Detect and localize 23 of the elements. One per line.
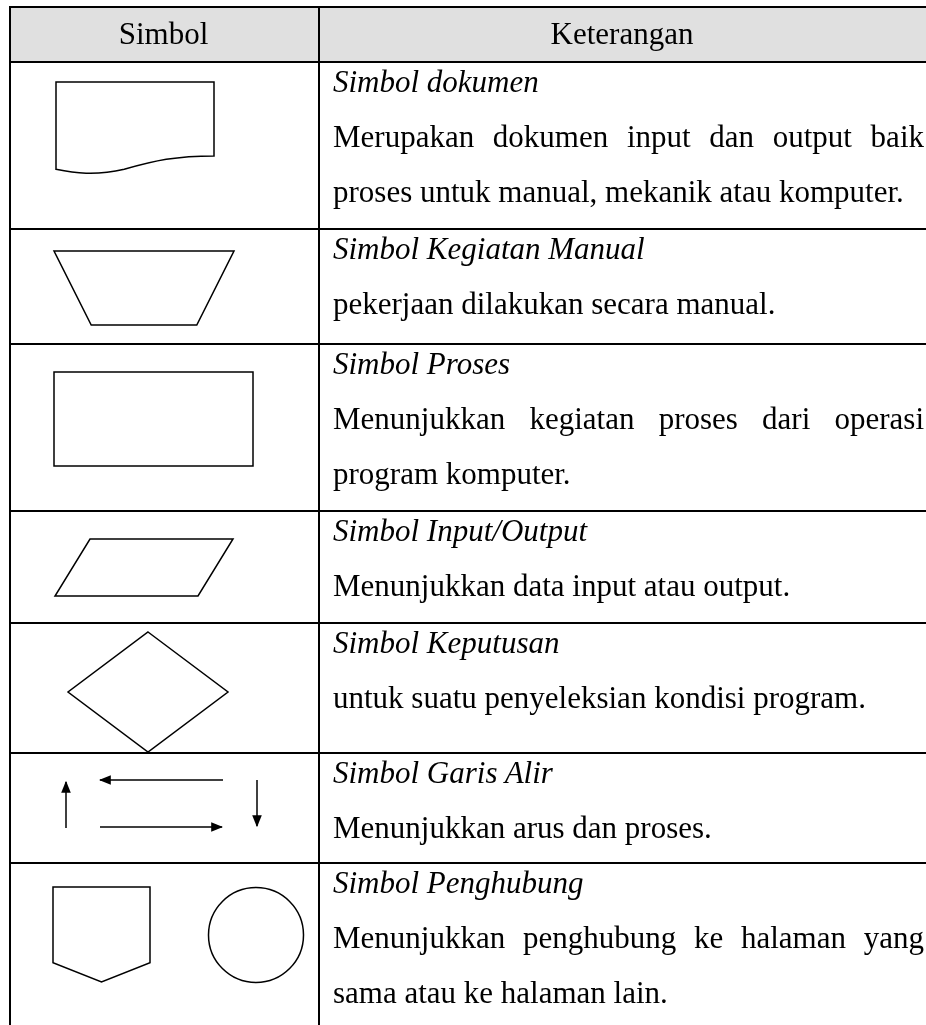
symbol-name: Simbol Proses [333,345,512,383]
symbol-description: Menunjukkan arus dan proses. [333,809,713,847]
input-output-symbol [54,538,234,597]
off-page-connector-symbol [52,886,151,983]
symbol-name: Simbol dokumen [333,63,540,101]
symbol-name: Simbol Penghubung [333,864,585,902]
symbol-name: Simbol Keputusan [333,624,561,662]
manual-operation-symbol [53,250,235,326]
symbol-description: Menunjukkan penghubung ke halaman yang sama atau ke halaman lain. [333,919,924,1012]
symbol-description: Menunjukkan kegiatan proses dari operasi program komputer. [333,400,924,493]
decision-symbol [67,631,229,753]
process-symbol [53,371,254,467]
symbol-description: pekerjaan dilakukan secara manual. [333,285,777,323]
column-header: Simbol [118,18,209,49]
symbol-description: Menunjukkan data input atau output. [333,567,792,605]
symbol-name: Simbol Garis Alir [333,754,554,792]
connector-symbol [207,886,305,984]
symbol-name: Simbol Kegiatan Manual [333,230,646,268]
document-symbol [55,81,216,177]
column-header: Keterangan [550,18,694,49]
symbol-name: Simbol Input/Output [333,512,589,550]
symbol-description: Merupakan dokumen input dan output baik proses untuk manual, mekanik atau komputer. [333,118,924,211]
symbol-description: untuk suatu penyeleksian kondisi program. [333,679,867,717]
